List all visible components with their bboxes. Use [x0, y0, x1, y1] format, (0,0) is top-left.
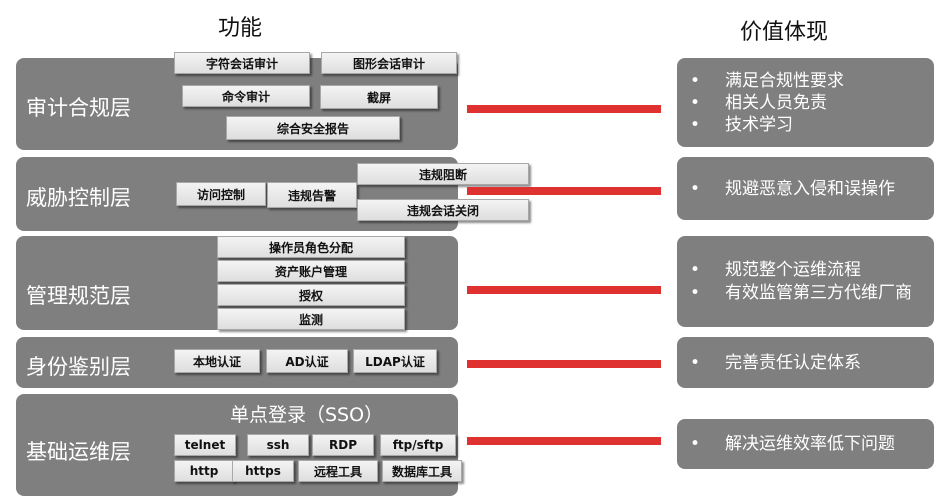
- chip-telnet: telnet: [174, 434, 236, 456]
- chip-http: http: [174, 460, 234, 482]
- connector-threat: [467, 187, 661, 195]
- layer-basic-ops: 基础运维层 单点登录（SSO） telnet ssh RDP ftp/sftp …: [16, 394, 462, 496]
- value-threat: •规避恶意入侵和误操作: [677, 157, 934, 220]
- bullet-icon: •: [690, 178, 701, 199]
- chip-char-session-audit: 字符会话审计: [174, 52, 310, 74]
- function-header: 功能: [218, 16, 263, 41]
- chip-access-control: 访问控制: [176, 182, 266, 206]
- value-item: •规范整个运维流程: [690, 259, 861, 280]
- value-item: •相关人员免责: [690, 92, 827, 113]
- bullet-icon: •: [690, 70, 701, 91]
- chip-command-audit: 命令审计: [182, 85, 310, 107]
- layer-name: 身份鉴别层: [26, 355, 131, 379]
- value-item: •有效监管第三方代维厂商: [690, 282, 912, 303]
- chip-rdp: RDP: [312, 434, 374, 456]
- connector-identity: [467, 360, 661, 368]
- sso-subtitle: 单点登录（SSO）: [230, 404, 384, 426]
- value-item: •完善责任认定体系: [690, 352, 861, 373]
- value-management: •规范整个运维流程 •有效监管第三方代维厂商: [677, 236, 934, 327]
- chip-https: https: [232, 460, 294, 482]
- layer-name: 基础运维层: [26, 440, 131, 464]
- layer-identity-auth: 身份鉴别层 本地认证 AD认证 LDAP认证: [16, 337, 458, 388]
- connector-management: [467, 286, 661, 294]
- chip-remote-tools: 远程工具: [298, 460, 378, 482]
- value-item: •解决运维效率低下问题: [690, 434, 895, 454]
- value-item: •规避恶意入侵和误操作: [690, 178, 895, 199]
- chip-security-report: 综合安全报告: [226, 116, 400, 140]
- chip-ftp-sftp: ftp/sftp: [380, 434, 456, 456]
- chip-violation-session-close: 违规会话关闭: [357, 199, 529, 221]
- chip-ldap-auth: LDAP认证: [353, 349, 437, 373]
- bullet-icon: •: [690, 434, 701, 454]
- connector-audit: [467, 105, 661, 113]
- value-basic: •解决运维效率低下问题: [677, 419, 934, 469]
- value-item: •满足合规性要求: [690, 70, 844, 91]
- chip-ad-auth: AD认证: [266, 349, 348, 373]
- layer-name: 审计合规层: [26, 96, 131, 120]
- chip-violation-alert: 违规告警: [267, 182, 357, 208]
- chip-violation-block: 违规阻断: [357, 163, 529, 185]
- chip-database-tools: 数据库工具: [382, 460, 462, 482]
- bullet-icon: •: [690, 92, 701, 113]
- layer-threat-control: 威胁控制层 访问控制 违规告警 违规阻断 违规会话关闭: [16, 157, 529, 231]
- value-audit: •满足合规性要求 •相关人员免责 •技术学习: [677, 58, 934, 147]
- layer-name: 威胁控制层: [26, 186, 131, 210]
- chip-screenshot: 截屏: [320, 85, 438, 109]
- chip-asset-account: 资产账户管理: [217, 260, 405, 282]
- bullet-icon: •: [690, 114, 701, 135]
- connector-basic: [467, 437, 661, 445]
- chip-operator-role: 操作员角色分配: [217, 236, 405, 258]
- value-header: 价值体现: [740, 20, 829, 45]
- value-identity: •完善责任认定体系: [677, 337, 934, 388]
- chip-ssh: ssh: [247, 434, 309, 456]
- bullet-icon: •: [690, 352, 701, 373]
- layer-management-standard: 管理规范层 操作员角色分配 资产账户管理 授权 监测: [16, 236, 458, 330]
- layer-audit-compliance: 审计合规层 字符会话审计 图形会话审计 命令审计 截屏 综合安全报告: [16, 52, 458, 150]
- chip-monitoring: 监测: [217, 308, 405, 330]
- bullet-icon: •: [690, 259, 701, 280]
- layer-name: 管理规范层: [26, 284, 131, 308]
- chip-authorization: 授权: [217, 284, 405, 306]
- chip-local-auth: 本地认证: [174, 349, 260, 373]
- value-item: •技术学习: [690, 114, 793, 135]
- bullet-icon: •: [690, 282, 701, 303]
- chip-graphic-session-audit: 图形会话审计: [321, 52, 457, 74]
